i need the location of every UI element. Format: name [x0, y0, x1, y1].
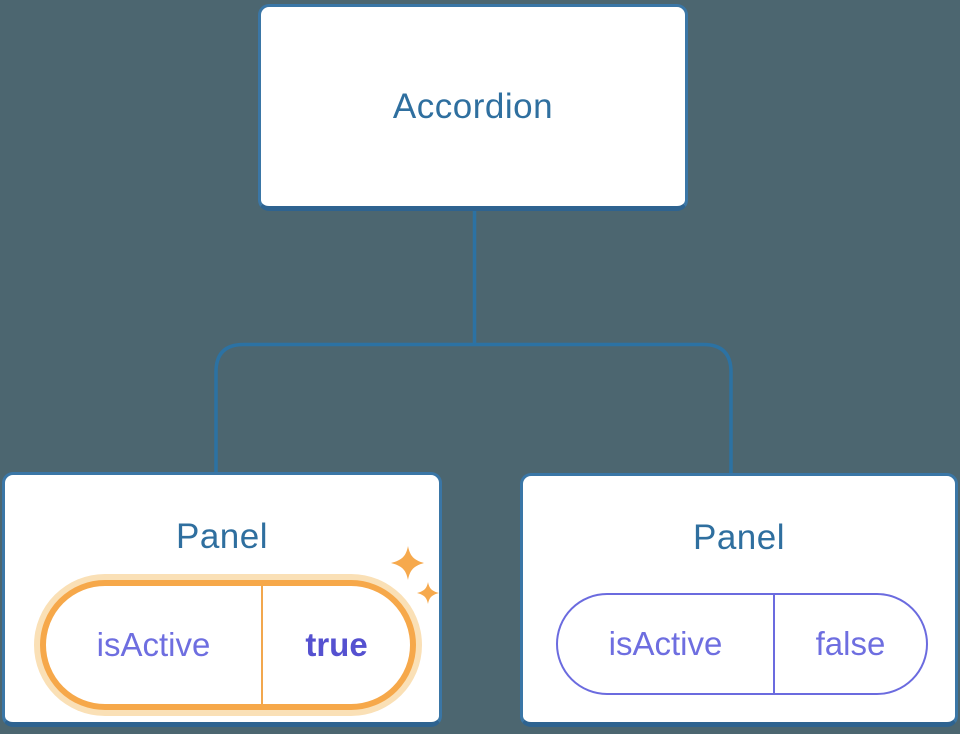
state-prop-name: isActive	[46, 586, 263, 704]
sparkle-large	[391, 546, 424, 580]
state-prop-name: isActive	[558, 595, 775, 693]
accordion-node: Accordion	[258, 4, 688, 211]
connector-bracket	[214, 342, 733, 474]
state-prop-value: true	[305, 626, 368, 663]
panel-node-label: Panel	[692, 518, 786, 557]
accordion-node-label: Accordion	[392, 86, 554, 126]
panel-node-inactive: Panel isActive false	[520, 473, 958, 727]
sparkle-small	[417, 582, 439, 604]
state-pill-inactive: isActive false	[556, 593, 928, 695]
sparkles-icon	[391, 546, 439, 604]
panel-node-active: Panel isActive true	[2, 472, 442, 727]
state-pill-active: isActive true	[40, 580, 416, 710]
state-prop-value: false	[815, 625, 886, 662]
panel-node-label: Panel	[175, 517, 269, 556]
